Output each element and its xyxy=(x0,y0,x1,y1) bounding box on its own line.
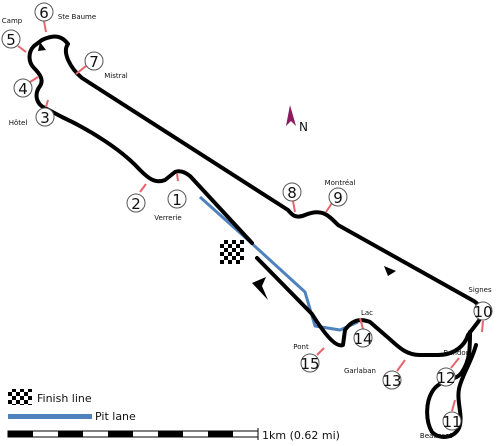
legend-pit-label: Pit lane xyxy=(95,410,136,423)
turn-number-1: 1 xyxy=(172,191,182,209)
turn-marker-13: 13 Garlaban xyxy=(344,359,406,390)
finish-line-marker xyxy=(220,240,244,264)
turn-name-12: Bendor xyxy=(443,349,468,357)
turn-marker-6: 6 Ste Baume xyxy=(34,2,96,33)
turn-marker-1: 1 Verrerie xyxy=(154,173,187,222)
turn-number-2: 2 xyxy=(131,195,141,213)
turn-marker-14: 14 Lac xyxy=(353,309,373,348)
turn-number-12: 12 xyxy=(436,369,455,387)
legend: Finish line Pit lane 1km (0.62 mi) xyxy=(7,389,340,442)
track-path xyxy=(27,34,483,357)
direction-arrow-small xyxy=(384,266,396,276)
scale-label: 1km (0.62 mi) xyxy=(262,429,340,442)
turn-number-4: 4 xyxy=(18,80,28,98)
turn-number-14: 14 xyxy=(353,330,372,348)
turn-marker-5: 5 Camp xyxy=(1,17,27,53)
turn-number-8: 8 xyxy=(287,184,297,202)
turn-name-7: Mistral xyxy=(104,72,128,80)
turn-marker-12: 12 Bendor xyxy=(436,349,468,387)
turn-name-9: Montréal xyxy=(325,179,356,187)
turn-marker-3: 3 Hôtel xyxy=(9,99,55,127)
turn-name-14: Lac xyxy=(361,309,373,317)
turn-marker-8: 8 xyxy=(282,182,302,213)
turn-name-15: Pont xyxy=(293,343,309,351)
turn-marker-2: 2 xyxy=(126,183,147,213)
turn-name-1: Verrerie xyxy=(154,214,181,222)
direction-arrow-small-2 xyxy=(38,42,46,51)
legend-finish-label: Finish line xyxy=(37,392,92,405)
turn-number-7: 7 xyxy=(89,53,99,71)
turn-name-10: Signes xyxy=(468,286,492,294)
turn-number-10: 10 xyxy=(473,303,492,321)
turn-number-15: 15 xyxy=(300,355,319,373)
turn-marker-9: 9 Montréal xyxy=(325,179,356,213)
turn-name-6: Ste Baume xyxy=(58,13,96,21)
turn-number-6: 6 xyxy=(39,4,49,22)
north-label: N xyxy=(299,120,308,134)
turn-marker-4: 4 xyxy=(13,76,39,98)
north-arrow: N xyxy=(286,105,308,134)
turn-markers: 1 Verrerie 2 3 Hôtel 4 5 Camp xyxy=(1,2,493,440)
turn-name-3: Hôtel xyxy=(9,119,28,127)
turn-marker-10: 10 Signes xyxy=(468,286,493,333)
direction-arrow xyxy=(252,277,268,300)
turn-number-9: 9 xyxy=(333,189,343,207)
turn-marker-15: 15 Pont xyxy=(293,343,325,373)
scale-bar xyxy=(7,428,259,440)
turn-marker-11: 11 Beausset xyxy=(420,399,462,440)
turn-marker-7: 7 Mistral xyxy=(75,51,128,80)
turn-name-13: Garlaban xyxy=(344,367,376,375)
turn-number-13: 13 xyxy=(382,372,401,390)
north-arrow-icon xyxy=(286,105,296,126)
turn-name-5: Camp xyxy=(2,17,23,25)
legend-finish-swatch xyxy=(8,389,32,405)
track-loop-11 xyxy=(425,330,478,439)
turn-number-5: 5 xyxy=(6,31,16,49)
turn-number-3: 3 xyxy=(40,109,50,127)
turn-number-11: 11 xyxy=(442,413,461,431)
legend-pit-swatch xyxy=(8,414,92,419)
turn-name-11: Beausset xyxy=(420,432,452,440)
